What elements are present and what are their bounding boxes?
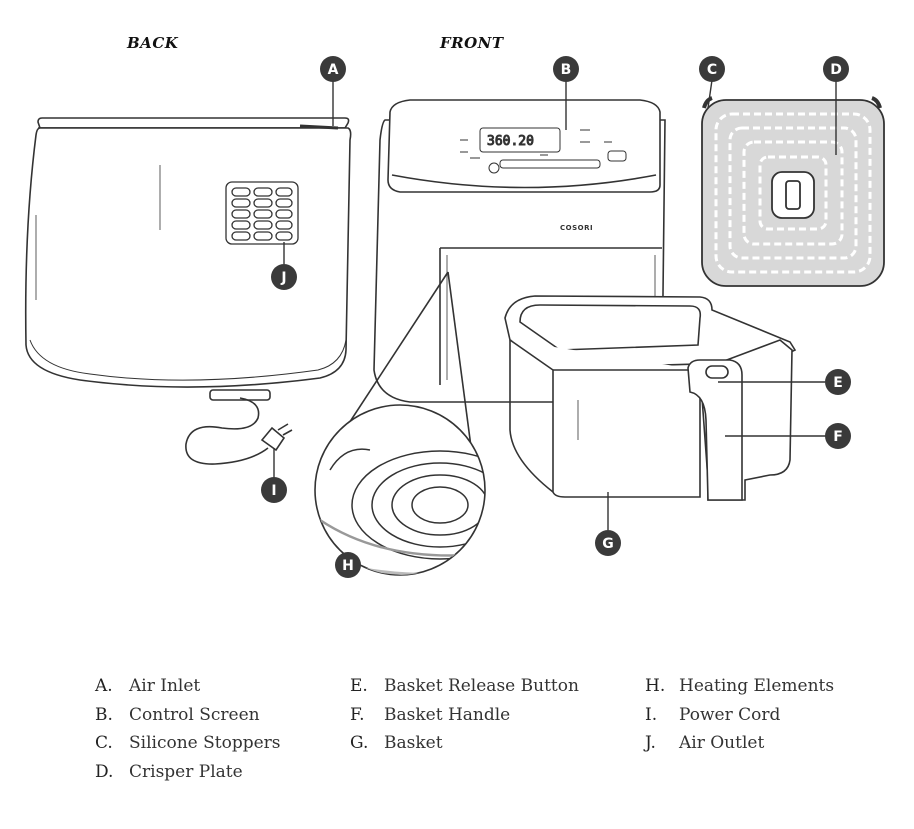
callout-letter: C	[707, 62, 717, 78]
callout-letter: I	[271, 483, 276, 499]
legend-label: Basket Release Button	[384, 676, 579, 696]
legend-letter: E.	[350, 676, 368, 696]
callout-E: E	[825, 369, 851, 395]
legend-label: Air Outlet	[679, 733, 765, 753]
legend-letter: I.	[645, 704, 658, 725]
legend-column-2: E.Basket Release Button F.Basket Handle …	[350, 676, 579, 762]
lcd-readout: 360.20	[487, 134, 534, 149]
brand-logo: COSORI	[560, 224, 593, 232]
callout-letter: D	[830, 62, 842, 78]
legend-column-3: H. Heating Elements I. Power Cord J. Air Ou…	[645, 676, 834, 762]
heating-element-magnifier	[314, 404, 486, 576]
basket	[504, 295, 797, 501]
callout-B: B	[553, 56, 579, 82]
back-body	[24, 127, 352, 388]
callout-I: I	[261, 477, 287, 503]
crisper-plate	[701, 96, 885, 287]
callout-letter: E	[833, 375, 843, 391]
legend-label: Power Cord	[679, 704, 781, 725]
legend-item: C. Silicone Stoppers	[95, 733, 281, 762]
callout-letter: G	[602, 536, 614, 552]
legend-item: F. Basket Handle	[350, 705, 579, 734]
legend-letter: G.	[350, 733, 369, 753]
legend-item: B. Control Screen	[95, 705, 281, 734]
power-cord	[185, 397, 293, 465]
callout-letter: H	[342, 558, 354, 574]
callout-H: H	[335, 552, 361, 578]
legend-letter: A.	[95, 676, 113, 696]
legend-item: H. Heating Elements	[645, 676, 834, 705]
legend-label: Control Screen	[129, 704, 260, 725]
callout-A: A	[320, 56, 346, 82]
legend-label: Silicone Stoppers	[129, 733, 281, 753]
callout-letter: B	[561, 62, 572, 78]
release-button	[705, 365, 729, 379]
legend-label: Crisper Plate	[129, 761, 243, 782]
back-view-label: BACK	[127, 34, 179, 52]
legend-column-1: A. Air Inlet B. Control Screen C. Silicone …	[95, 676, 281, 790]
legend-letter: C.	[95, 733, 113, 753]
legend-letter: J.	[645, 733, 656, 753]
legend-letter: B.	[95, 704, 113, 725]
legend-letter: D.	[95, 761, 114, 782]
back-unit	[24, 117, 352, 401]
legend-item: D. Crisper Plate	[95, 762, 281, 791]
legend-letter: H.	[645, 676, 666, 696]
legend-label: Heating Elements	[679, 676, 835, 696]
callout-F: F	[825, 423, 851, 449]
basket-front-face	[509, 340, 554, 493]
callout-D: D	[823, 56, 849, 82]
legend-label: Basket Handle	[384, 704, 511, 725]
callout-letter: A	[328, 62, 339, 78]
legend-item: E. Basket Release Button	[350, 676, 579, 705]
control-panel: 360.20	[460, 127, 627, 174]
basket-handle	[687, 359, 743, 501]
legend-letter: F.	[350, 704, 365, 725]
legend-label: Air Inlet	[129, 676, 201, 696]
callout-letter: J	[280, 270, 286, 286]
front-view-label: FRONT	[440, 34, 504, 52]
legend-item: J. Air Outlet	[645, 733, 834, 762]
air-fryer-diagram: 360.20 COSORI	[24, 56, 885, 578]
callout-J: J	[271, 264, 297, 290]
basket-body	[509, 339, 793, 501]
legend-item: A. Air Inlet	[95, 676, 281, 705]
legend-item: G. Basket	[350, 733, 579, 762]
callout-letter: F	[833, 429, 843, 445]
callout-G: G	[595, 530, 621, 556]
callout-C: C	[699, 56, 725, 82]
legend-label: Basket	[384, 733, 443, 753]
legend-item: I. Power Cord	[645, 705, 834, 734]
air-outlet-grille	[225, 181, 299, 245]
